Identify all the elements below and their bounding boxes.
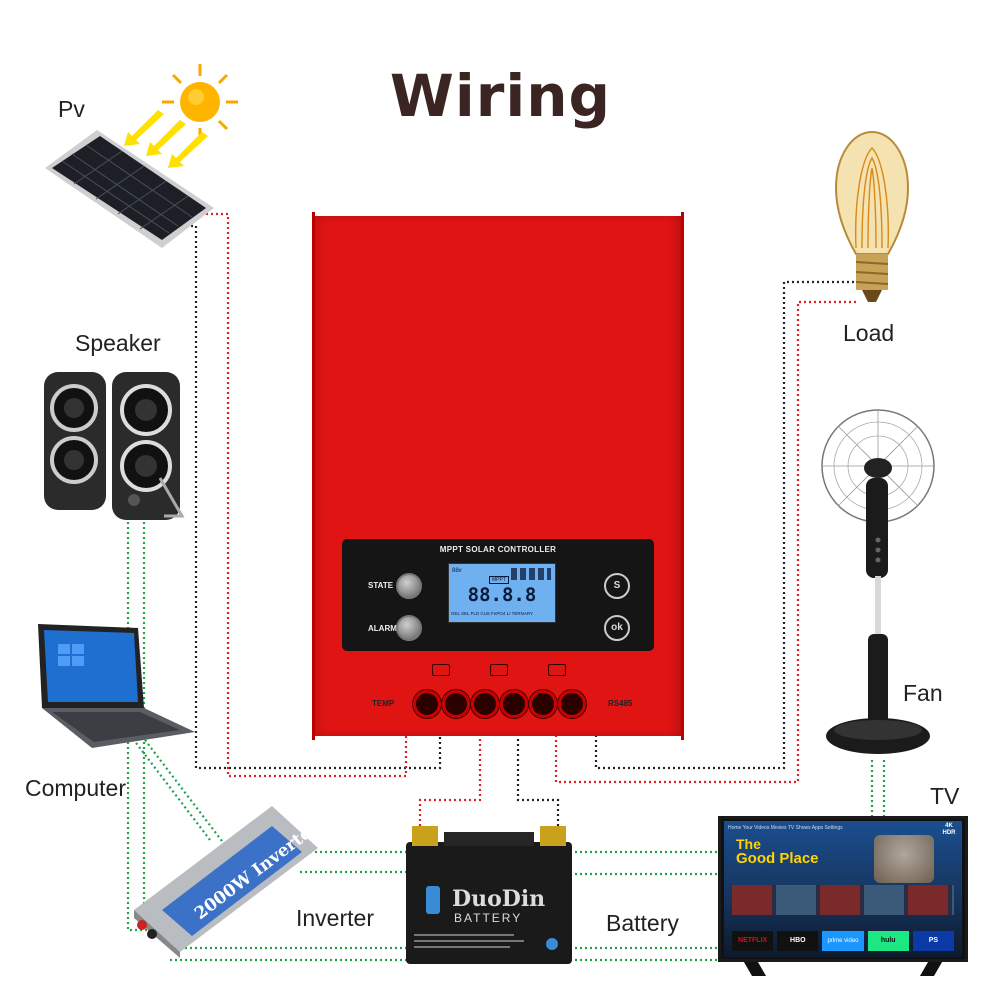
- controller-body: [315, 216, 681, 736]
- pv-label: Pv: [58, 96, 85, 122]
- controller-left-edge: [312, 212, 315, 740]
- solar-panel-icon: [45, 130, 214, 248]
- tv-app-prime[interactable]: prime video: [822, 931, 864, 951]
- diagram-title: Wiring: [389, 62, 612, 130]
- controller-panel: MPPT SOLAR CONTROLLER STATE ALARM 88v MP…: [342, 539, 654, 651]
- battery-brand-sub: BATTERY: [454, 911, 522, 925]
- computer-green-wire-2: [144, 739, 226, 846]
- ok-button[interactable]: ok: [604, 615, 630, 641]
- lcd-display: 88v MPPT 88.8.8 GEL SEL FLD CUS FePO4 LI…: [448, 563, 556, 623]
- pv-negative-terminal[interactable]: [442, 690, 470, 718]
- lcd-digits: 88.8.8: [467, 584, 537, 606]
- tv-app-ps[interactable]: PS: [912, 931, 955, 951]
- tv-badge: 4K HDR: [942, 823, 956, 836]
- inverter-label: Inverter: [296, 905, 374, 931]
- fan-icon: [821, 409, 935, 754]
- lcd-mode: MPPT: [489, 576, 509, 584]
- battery-positive-terminal[interactable]: [471, 690, 499, 718]
- alarm-label: ALARM: [368, 624, 397, 633]
- tv-icon: Home Your Videos Movies TV Shows Apps Se…: [718, 816, 968, 978]
- battery-icon: DuoDin BATTERY: [406, 826, 572, 964]
- tv-label: TV: [930, 783, 960, 809]
- fan-label: Fan: [903, 680, 943, 706]
- tv-menu: Home Your Videos Movies TV Shows Apps Se…: [728, 825, 843, 831]
- temp-label: TEMP: [372, 699, 395, 708]
- lcd-status-bars: [511, 568, 551, 580]
- controller-right-edge: [681, 212, 684, 740]
- alarm-button[interactable]: [396, 615, 422, 641]
- state-button[interactable]: [396, 573, 422, 599]
- pv-terminal-icon: [432, 664, 450, 676]
- state-label: STATE: [368, 581, 394, 590]
- speaker-icon: [44, 372, 185, 520]
- laptop-icon: [38, 624, 195, 748]
- lcd-battery-types: GEL SEL FLD CUS FePO4 LI TERNARY: [451, 611, 534, 616]
- load-label: Load: [843, 320, 895, 346]
- load-negative-terminal[interactable]: [558, 690, 586, 718]
- rs485-label: RS485: [608, 699, 633, 708]
- battery-negative-terminal[interactable]: [500, 690, 528, 718]
- tv-app-hbo[interactable]: HBO: [777, 931, 819, 951]
- lcd-top-readout: 88v: [452, 568, 462, 574]
- mppt-solar-controller: MPPT SOLAR CONTROLLER STATE ALARM 88v MP…: [312, 212, 684, 740]
- pv-black-wire: [176, 224, 442, 770]
- sun-icon: [162, 64, 238, 140]
- light-bulb-icon: [834, 130, 910, 302]
- load-black-wire: [594, 280, 856, 770]
- battery-red-wire: [418, 700, 482, 836]
- sun-ray-arrows: [124, 110, 208, 168]
- controller-panel-title: MPPT SOLAR CONTROLLER: [439, 545, 557, 554]
- load-terminal-icon: [548, 664, 566, 676]
- battery-terminal-icon: [490, 664, 508, 676]
- tv-headline-2: Good Place: [736, 850, 819, 867]
- tv-headline-1: The: [736, 836, 761, 852]
- s-button[interactable]: S: [604, 573, 630, 599]
- tv-app-hulu[interactable]: hulu: [867, 931, 909, 951]
- battery-black-wire: [516, 700, 560, 836]
- battery-label: Battery: [606, 910, 679, 936]
- inverter-icon: 2000W Inverter www.duodin.com: [134, 806, 322, 958]
- pv-positive-terminal[interactable]: [413, 690, 441, 718]
- computer-green-wire-1: [129, 734, 211, 841]
- load-positive-terminal[interactable]: [529, 690, 557, 718]
- speaker-label: Speaker: [75, 330, 161, 356]
- battery-brand-name: DuoDin: [452, 886, 545, 912]
- tv-app-netflix[interactable]: NETFLIX: [732, 931, 774, 951]
- computer-label: Computer: [25, 775, 126, 801]
